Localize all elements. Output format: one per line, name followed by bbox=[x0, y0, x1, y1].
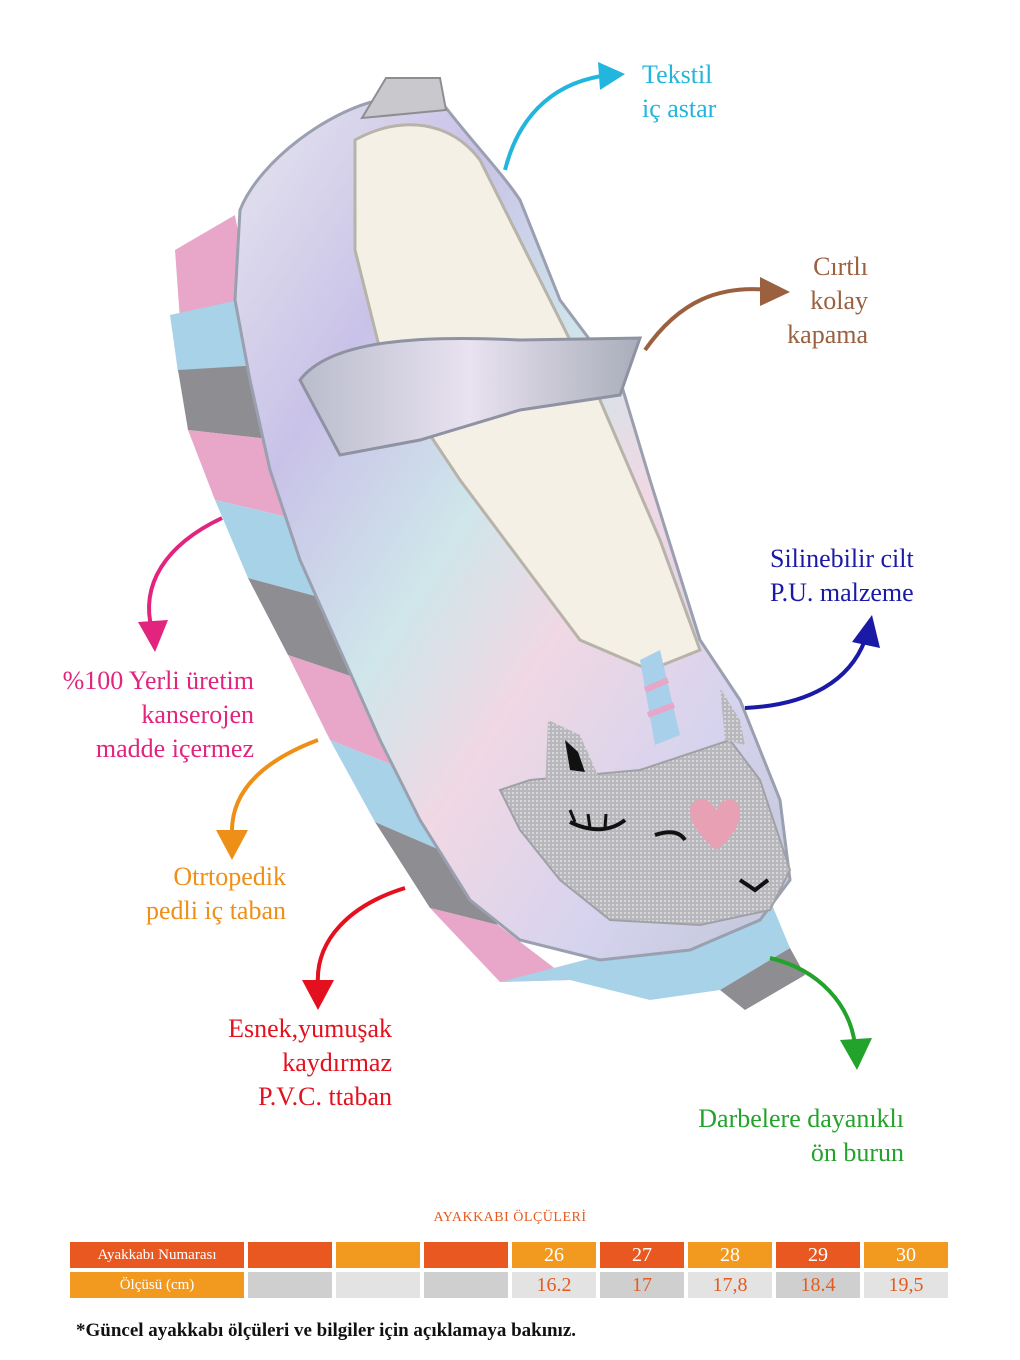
arrow-velcro bbox=[643, 287, 771, 352]
size-table-title: AYAKKABI ÖLÇÜLERİ bbox=[433, 1210, 587, 1225]
length-cell bbox=[336, 1272, 420, 1298]
feature-material-label: Silinebilir cilt P.U. malzeme bbox=[770, 544, 914, 607]
feature-lining-label: Tekstil iç astar bbox=[642, 60, 717, 123]
length-cell bbox=[248, 1272, 332, 1298]
size-cell: 26 bbox=[512, 1242, 596, 1268]
shoe-upper bbox=[233, 77, 792, 962]
length-cell: 16.2 bbox=[512, 1272, 596, 1298]
size-table: Ayakkabı Numarası 26 27 28 29 30 Ölçüsü … bbox=[70, 1242, 960, 1302]
arrow-toe bbox=[769, 956, 857, 1046]
feature-insole-label: Otrtopedik pedli iç taban bbox=[145, 862, 286, 925]
size-cell: 27 bbox=[600, 1242, 684, 1268]
size-cell: 30 bbox=[864, 1242, 948, 1268]
arrowhead-insole bbox=[216, 830, 248, 860]
size-cell: 28 bbox=[688, 1242, 772, 1268]
arrow-sole bbox=[315, 886, 406, 986]
size-cell bbox=[248, 1242, 332, 1268]
arrow-lining bbox=[503, 73, 611, 171]
size-row-label: Ayakkabı Numarası bbox=[70, 1242, 244, 1268]
feature-arrows bbox=[138, 62, 880, 1070]
arrow-material bbox=[744, 639, 867, 710]
arrowhead-toe bbox=[840, 1038, 872, 1070]
size-cell: 29 bbox=[776, 1242, 860, 1268]
feature-local-production-label: %100 Yerli üretim kanserojen madde içerm… bbox=[62, 666, 254, 763]
length-cell: 19,5 bbox=[864, 1272, 948, 1298]
arrow-insole bbox=[229, 738, 319, 836]
length-cell: 17,8 bbox=[688, 1272, 772, 1298]
size-cell bbox=[336, 1242, 420, 1268]
size-table-row-numbers: Ayakkabı Numarası 26 27 28 29 30 bbox=[70, 1242, 960, 1268]
footnote: *Güncel ayakkabı ölçüleri ve bilgiler iç… bbox=[76, 1320, 577, 1341]
length-row-label: Ölçüsü (cm) bbox=[70, 1272, 244, 1298]
size-table-row-lengths: Ölçüsü (cm) 16.2 17 17,8 18.4 19,5 bbox=[70, 1272, 960, 1298]
size-cell bbox=[424, 1242, 508, 1268]
feature-sole-label: Esnek,yumuşak kaydırmaz P.V.C. ttaban bbox=[228, 1014, 392, 1111]
feature-toe-label: Darbelere dayanıklı ön burun bbox=[698, 1104, 904, 1167]
arrow-local bbox=[147, 516, 223, 631]
arrowhead-material bbox=[852, 615, 880, 648]
arrowhead-sole bbox=[302, 980, 334, 1010]
length-cell: 17 bbox=[600, 1272, 684, 1298]
arrowhead-local bbox=[138, 620, 168, 652]
shoe-illustration bbox=[138, 62, 880, 1070]
length-cell bbox=[424, 1272, 508, 1298]
feature-velcro-label: Cırtlı kolay kapama bbox=[787, 252, 868, 349]
length-cell: 18.4 bbox=[776, 1272, 860, 1298]
arrowhead-velcro bbox=[760, 277, 790, 306]
arrowhead-lining bbox=[598, 62, 625, 90]
